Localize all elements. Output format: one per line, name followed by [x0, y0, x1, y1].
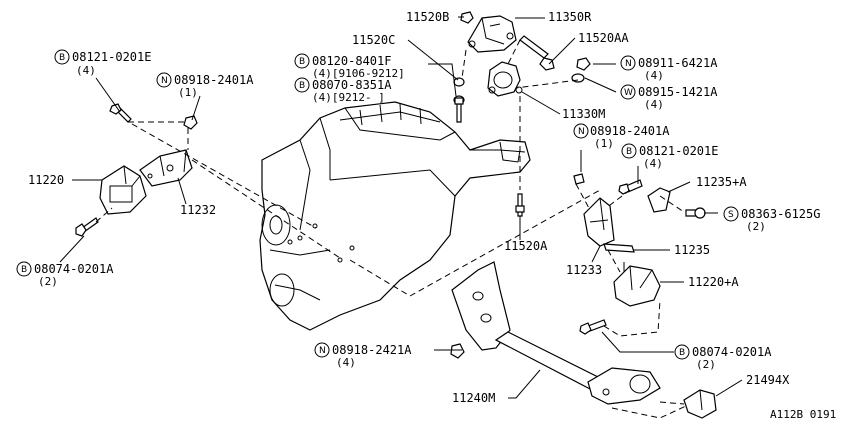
bracket-21494x — [683, 389, 717, 419]
label-11220: 11220 — [28, 173, 64, 187]
label-11235a: 11235+A — [696, 175, 747, 189]
label-08121-left: 08121-0201E — [72, 50, 151, 64]
screw-08363 — [685, 207, 706, 219]
label-11232: 11232 — [180, 203, 216, 217]
part-labels: 11520B 11350R 11520AA 11520C 08121-0201E… — [28, 10, 836, 421]
label-08121-left-qty: (4) — [76, 64, 96, 77]
mount-insulator-11220 — [99, 165, 147, 215]
label-08074-right-qty: (2) — [696, 358, 716, 371]
assembly-lines — [95, 39, 687, 419]
label-08915-qty: (4) — [644, 98, 664, 111]
bolt-08120 — [454, 97, 464, 123]
svg-text:B: B — [21, 265, 27, 275]
label-08363-qty: (2) — [746, 220, 766, 233]
label-11520b: 11520B — [406, 10, 449, 24]
svg-text:N: N — [161, 76, 168, 86]
nut-marker-08918-left: N — [156, 72, 172, 88]
screw-marker-08363: S — [723, 206, 739, 222]
washer-marker-08915: W — [620, 84, 636, 100]
svg-text:B: B — [626, 147, 632, 157]
svg-text:B: B — [299, 57, 305, 67]
label-08070-qty: (4)[9212- ] — [312, 91, 385, 104]
label-08918-member-qty: (4) — [336, 356, 356, 369]
label-08918-right-qty: (1) — [594, 137, 614, 150]
mount-bracket-11350r — [467, 15, 517, 53]
label-11235: 11235 — [674, 243, 710, 257]
label-08918-left: 08918-2401A — [174, 73, 254, 87]
svg-text:N: N — [319, 346, 326, 356]
label-11520aa: 11520AA — [578, 31, 629, 45]
bolt-marker-08070: B — [294, 77, 310, 93]
label-08120-qty: (4)[9106-9212] — [312, 67, 405, 80]
label-08074-left-qty: (2) — [38, 275, 58, 288]
bolt-08121-left — [109, 103, 132, 123]
label-11520c: 11520C — [352, 33, 395, 47]
label-08121-right-qty: (4) — [643, 157, 663, 170]
plate-11235 — [603, 243, 635, 253]
nut-marker-08911: N — [620, 55, 636, 71]
bolt-08074-right — [579, 319, 607, 335]
bolt-08074-left — [75, 217, 99, 237]
label-08074-right: 08074-0201A — [692, 345, 772, 359]
nut-11520b — [460, 11, 474, 24]
label-11350r: 11350R — [548, 10, 592, 24]
engine-block — [259, 101, 531, 331]
bolt-marker-08120: B — [294, 53, 310, 69]
label-08121-right: 08121-0201E — [639, 144, 718, 158]
label-11330m: 11330M — [562, 107, 605, 121]
bracket-11233 — [583, 197, 615, 247]
label-08120: 08120-8401F — [312, 54, 391, 68]
leader-lines — [59, 16, 743, 399]
label-08074-left: 08074-0201A — [34, 262, 114, 276]
center-member-11240m — [451, 261, 661, 405]
label-08918-left-qty: (1) — [178, 86, 198, 99]
bolt-08121-right — [618, 179, 643, 195]
label-08911-qty: (4) — [644, 69, 664, 82]
label-11220a: 11220+A — [688, 275, 739, 289]
bolt-marker-08121-right: B — [621, 143, 637, 159]
nut-marker-08918-member: N — [314, 342, 330, 358]
label-08070: 08070-8351A — [312, 78, 392, 92]
svg-text:B: B — [679, 348, 685, 358]
bolt-marker-08074-left: B — [16, 261, 32, 277]
label-08918-right: 08918-2401A — [590, 124, 670, 138]
label-08915: 08915-1421A — [638, 85, 718, 99]
bracket-11235a — [647, 187, 671, 213]
svg-text:N: N — [625, 59, 632, 69]
figure-code: A112B 0191 — [770, 408, 836, 421]
label-11233: 11233 — [566, 263, 602, 277]
mount-insulator-11220a — [613, 262, 661, 307]
nut-08918-member — [450, 343, 465, 359]
nut-08918-right — [573, 173, 585, 185]
label-08911: 08911-6421A — [638, 56, 718, 70]
svg-text:S: S — [728, 210, 734, 220]
svg-text:B: B — [299, 81, 305, 91]
label-08918-member: 08918-2421A — [332, 343, 412, 357]
label-21494x: 21494X — [746, 373, 790, 387]
mount-bracket-11232 — [139, 149, 193, 187]
svg-text:W: W — [624, 88, 633, 98]
svg-text:N: N — [578, 127, 585, 137]
bolt-marker-08074-right: B — [674, 344, 690, 360]
bolt-11520a — [515, 193, 525, 217]
insulator-11330m — [487, 61, 523, 97]
bolt-marker-08121-left: B — [54, 49, 70, 65]
nut-marker-08918-right: N — [573, 123, 589, 139]
bolt-11520aa — [519, 35, 555, 71]
svg-text:B: B — [59, 53, 65, 63]
label-08363: 08363-6125G — [741, 207, 820, 221]
nut-08911 — [576, 57, 591, 71]
label-11520a: 11520A — [504, 239, 548, 253]
label-11240m: 11240M — [452, 391, 495, 405]
nut-08918-left — [183, 115, 198, 130]
